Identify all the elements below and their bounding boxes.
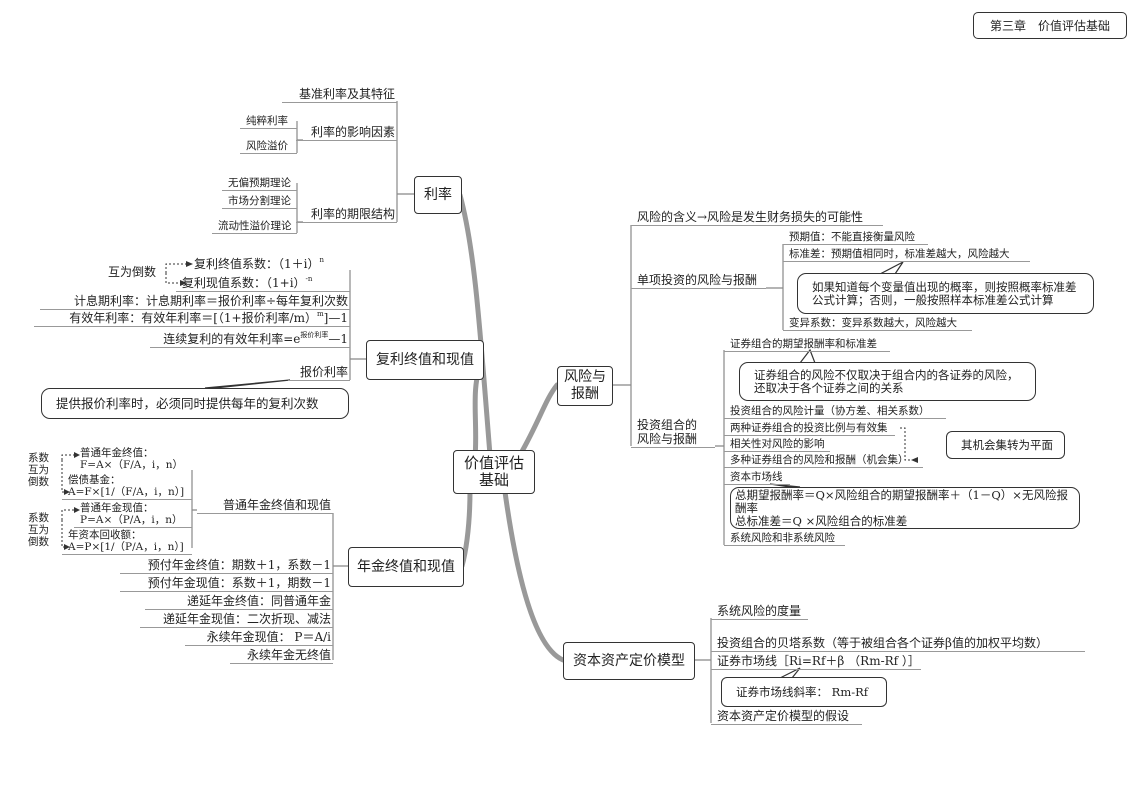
- annuity-item[interactable]: 预付年金终值：期数＋1，系数－1: [120, 558, 333, 574]
- standard-deviation[interactable]: 标准差：预期值相同时，标准差越大，风险越大: [783, 248, 1030, 262]
- quoted-rate-note: 提供报价利率时，必须同时提供每年的复利次数: [41, 388, 349, 419]
- term-item[interactable]: 流动性溢价理论: [212, 220, 297, 234]
- compound-pv-factor[interactable]: 复利现值系数：（1+i）-n: [176, 276, 350, 292]
- interest-benchmark[interactable]: 基准利率及其特征: [282, 87, 397, 103]
- interest-factors[interactable]: 利率的影响因素: [296, 125, 397, 141]
- portfolio-item[interactable]: 相关性对风险的影响: [724, 438, 830, 452]
- node-interest[interactable]: 利率: [414, 176, 462, 214]
- cml-note-line: 总标准差＝Q ×风险组合的标准差: [735, 513, 908, 528]
- ordinary-pv-name: 普通年金现值：: [80, 502, 154, 514]
- branch-capm: [502, 489, 566, 663]
- continuous-text: 连续复利的有效年利率=e: [163, 332, 301, 346]
- portfolio-note-line: 还取决于各个证券之间的关系: [754, 380, 904, 395]
- recovery-formula: A=P×[1/（P/A，i，n）]: [68, 541, 184, 553]
- pv-factor-text: 复利现值系数：（1+i）: [182, 276, 306, 290]
- pair-label: 系数 互为 倒数: [28, 452, 49, 488]
- expected-value[interactable]: 预期值：不能直接衡量风险: [783, 231, 928, 245]
- node-risk-return[interactable]: 风险与 报酬: [557, 366, 613, 406]
- recovery-name: 年资本回收额：: [68, 529, 142, 541]
- compound-fv-factor[interactable]: 复利终值系数：（1＋i）n: [188, 257, 326, 272]
- ordinary-fv-formula: F=A×（F/A，i，n）: [80, 459, 183, 471]
- opportunity-set-note: 其机会集转为平面: [946, 431, 1065, 459]
- single-investment[interactable]: 单项投资的风险与报酬: [631, 273, 766, 289]
- branch-interest: [457, 192, 493, 458]
- capm-item[interactable]: 系统风险的度量: [711, 604, 808, 620]
- portfolio-item[interactable]: 系统风险和非系统风险: [724, 532, 845, 546]
- pair-label: 系数 互为 倒数: [28, 512, 49, 548]
- capital-recovery[interactable]: 年资本回收额：A=P×[1/（P/A，i，n）]: [62, 529, 192, 555]
- continuous-exp: 报价利率: [300, 331, 329, 339]
- sml-slope-note: 证券市场线斜率： Rm-Rf: [721, 677, 887, 707]
- capm-item[interactable]: 投资组合的贝塔系数（等于被组合各个证券β值的加权平均数）: [711, 636, 1085, 652]
- portfolio-note-line: 证券组合的风险不仅取决于组合内的各证券的风险，: [754, 367, 1019, 382]
- effective-tail: ]—1: [323, 311, 348, 325]
- annuity-item[interactable]: 递延年金终值：同普通年金: [145, 594, 333, 610]
- term-item[interactable]: 市场分割理论: [222, 195, 297, 209]
- portfolio-item[interactable]: 多种证券组合的风险和报酬（机会集）: [724, 454, 923, 468]
- effective-exp: m: [317, 310, 324, 318]
- ordinary-fv-name: 普通年金终值：: [80, 447, 154, 459]
- portfolio-item[interactable]: 资本市场线: [724, 471, 790, 485]
- reciprocal-label: 互为倒数: [108, 265, 157, 279]
- portfolio-item[interactable]: 证券组合的期望报酬率和标准差: [724, 338, 890, 352]
- term-item[interactable]: 无偏预期理论: [222, 177, 297, 191]
- branch-risk: [517, 382, 560, 458]
- portfolio-item[interactable]: 两种证券组合的投资比例与有效集: [724, 422, 895, 436]
- pv-factor-exp: -n: [305, 275, 313, 283]
- node-capm[interactable]: 资本资产定价模型: [563, 642, 695, 680]
- continuous-rate[interactable]: 连续复利的有效年利率=e报价利率—1: [150, 332, 350, 348]
- sinking-fund[interactable]: 偿债基金：A=F×[1/（F/A，i，n）]: [62, 474, 192, 500]
- ordinary-pv-formula: P=A×（P/A，i，n）: [80, 514, 183, 526]
- fv-factor-exp: n: [319, 256, 324, 264]
- quoted-rate[interactable]: 报价利率: [288, 365, 350, 381]
- annuity-item[interactable]: 预付年金现值：系数＋1，期数－1: [120, 576, 333, 592]
- sinking-formula: A=F×[1/（F/A，i，n）]: [68, 486, 185, 498]
- ordinary-annuity[interactable]: 普通年金终值和现值: [197, 498, 333, 514]
- std-note-line: 公式计算；否则，一般按照样本标准差公式计算: [812, 292, 1054, 307]
- std-note: 如果知道每个变量值出现的概率，则按照概率标准差公式计算；否则，一般按照样本标准差…: [797, 273, 1094, 314]
- factor-item[interactable]: 纯粹利率: [240, 115, 297, 129]
- ordinary-pv[interactable]: 普通年金现值：P=A×（P/A，i，n）: [74, 502, 192, 528]
- annuity-item[interactable]: 递延年金现值：二次折现、减法: [140, 612, 333, 628]
- portfolio-risk-return[interactable]: 投资组合的 风险与报酬: [631, 418, 715, 448]
- cml-note: 总期望报酬率＝Q×风险组合的期望报酬率＋（1－Q）×无风险报酬率总标准差＝Q ×…: [730, 487, 1080, 529]
- sinking-name: 偿债基金：: [68, 474, 121, 486]
- center-node[interactable]: 价值评估 基础: [453, 450, 535, 494]
- portfolio-note: 证券组合的风险不仅取决于组合内的各证券的风险，还取决于各个证券之间的关系: [739, 362, 1036, 401]
- annuity-item[interactable]: 永续年金无终值: [230, 648, 333, 664]
- capm-item[interactable]: 资本资产定价模型的假设: [711, 709, 862, 725]
- arrow-heads: [64, 261, 918, 550]
- node-compound[interactable]: 复利终值和现值: [366, 340, 484, 380]
- effective-text: 有效年利率：有效年利率＝[（1+报价利率/m）: [69, 311, 318, 325]
- effective-rate[interactable]: 有效年利率：有效年利率＝[（1+报价利率/m）m]—1: [34, 311, 350, 327]
- fv-factor-text: 复利终值系数：（1＋i）: [194, 257, 320, 271]
- cml-note-line: 总期望报酬率＝Q×风险组合的期望报酬率＋（1－Q）×无风险报酬率: [735, 487, 1068, 515]
- main-branches: [457, 192, 566, 663]
- node-annuity[interactable]: 年金终值和现值: [348, 547, 464, 587]
- factor-item[interactable]: 风险溢价: [240, 140, 297, 154]
- capm-item[interactable]: 证券市场线［Ri=Rf＋β （Rm-Rf ）］: [711, 654, 921, 670]
- chapter-title: 第三章 价值评估基础: [973, 12, 1127, 39]
- portfolio-item[interactable]: 投资组合的风险计量（协方差、相关系数）: [724, 405, 946, 419]
- ordinary-fv[interactable]: 普通年金终值：F=A×（F/A，i，n）: [74, 447, 192, 472]
- period-rate[interactable]: 计息期利率：计息期利率＝报价利率÷每年复利次数: [40, 294, 350, 310]
- interest-term-structure[interactable]: 利率的期限结构: [296, 207, 397, 223]
- sub-connectors: [191, 101, 784, 723]
- coefficient-of-variation[interactable]: 变异系数：变异系数越大，风险越大: [783, 317, 972, 331]
- risk-meaning[interactable]: 风险的含义→风险是发生财务损失的可能性: [631, 210, 883, 226]
- annuity-item[interactable]: 永续年金现值： P＝A/i: [185, 630, 333, 646]
- std-note-line: 如果知道每个变量值出现的概率，则按照概率标准差: [812, 279, 1077, 294]
- continuous-tail: —1: [328, 332, 348, 346]
